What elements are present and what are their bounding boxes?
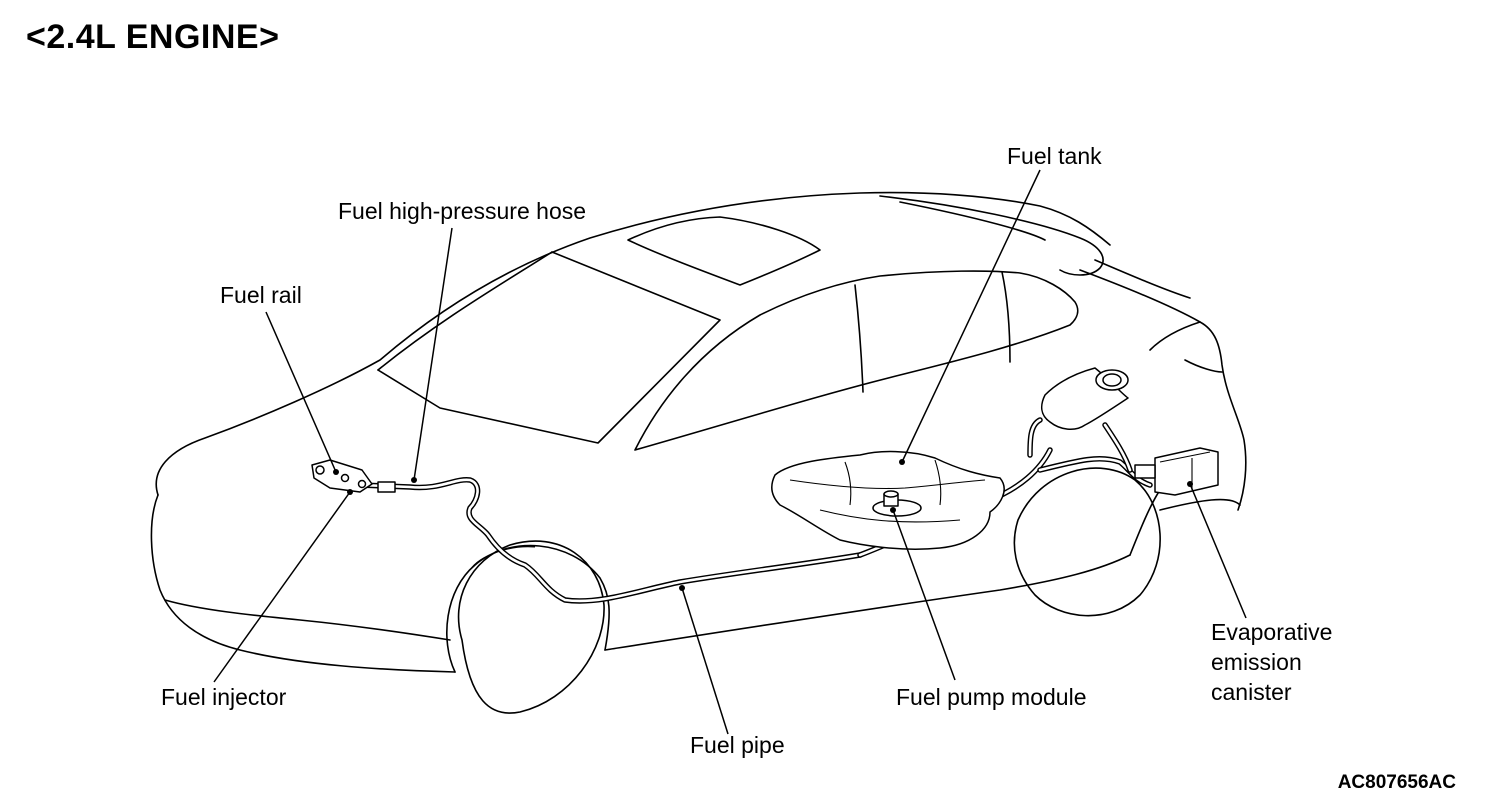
front-wheel [457,540,605,714]
label-fuel-injector: Fuel injector [161,684,287,710]
label-fuel-tank: Fuel tank [1007,143,1102,169]
fuel-pipe-routing [327,417,1153,604]
evaporative-emission-canister [1134,447,1219,496]
label-fuel-high-pressure-hose: Fuel high-pressure hose [338,198,587,224]
leader-evaporative-emission-canister [1189,483,1247,619]
leader-fuel-high-pressure-hose [413,227,453,481]
fuel-rail-assembly [311,459,396,493]
label-canister-line-3: canister [1211,679,1292,705]
label-fuel-pipe: Fuel pipe [690,732,785,758]
diagram-heading: <2.4L ENGINE> [26,18,280,56]
leader-fuel-pump-module [892,509,956,681]
leader-fuel-pipe [681,587,729,735]
leader-fuel-injector [213,491,351,683]
label-canister-line-1: Evaporative [1211,619,1333,645]
car-body-outline [150,191,1247,673]
rear-wheel [1013,467,1161,617]
leader-fuel-tank [901,169,1041,463]
fuel-pump-module [872,490,922,517]
label-fuel-pump-module: Fuel pump module [896,684,1087,710]
label-canister-line-2: emission [1211,649,1302,675]
label-fuel-rail: Fuel rail [220,282,302,308]
fuel-filler-neck [1040,367,1133,473]
leader-lines [213,169,1247,735]
label-evaporative-emission-canister: Evaporative emission canister [1211,617,1332,707]
leader-fuel-rail [265,311,337,473]
figure-code: AC807656AC [1337,772,1456,793]
